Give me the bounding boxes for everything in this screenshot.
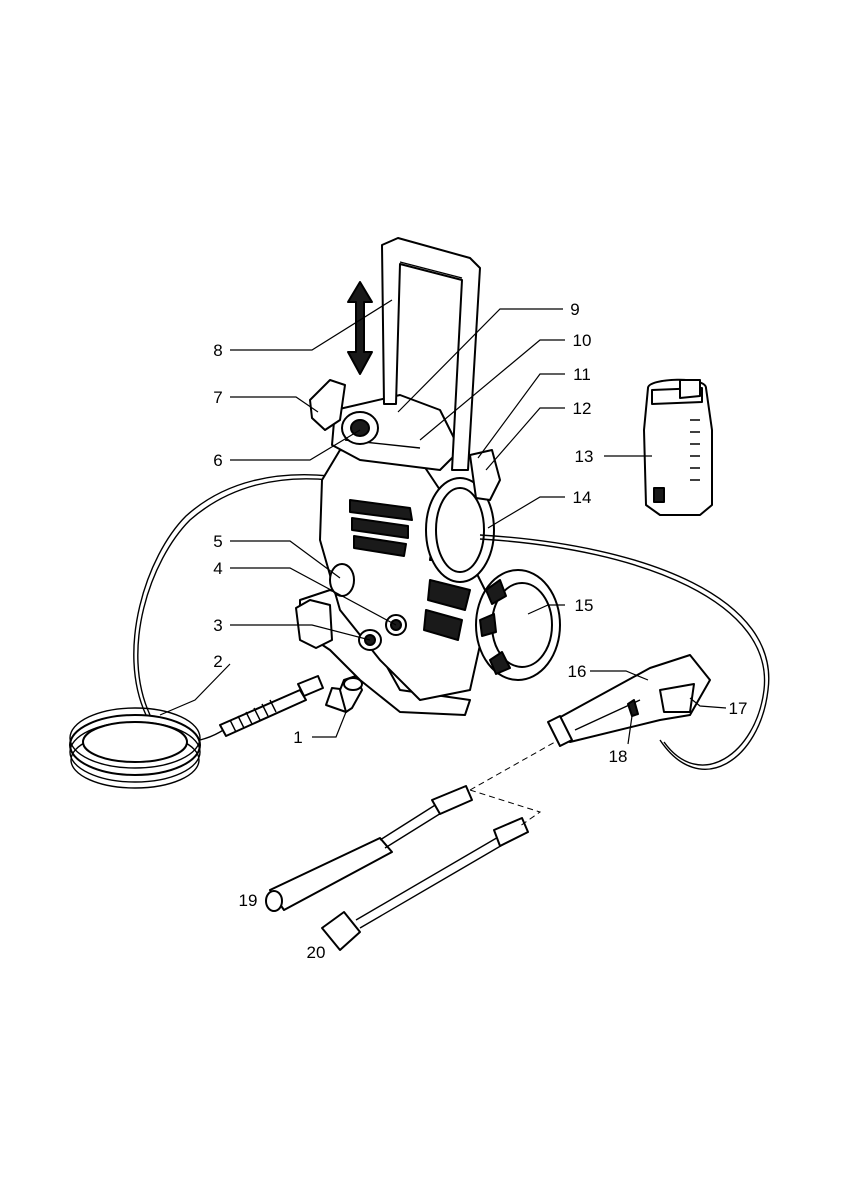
callout-3: 3 [213, 616, 222, 635]
callout-19: 19 [239, 891, 258, 910]
dirt-blaster-lance [322, 818, 528, 950]
callout-15: 15 [575, 596, 594, 615]
callout-5: 5 [213, 532, 222, 551]
callout-7: 7 [213, 388, 222, 407]
callout-11: 11 [573, 365, 591, 384]
vario-power-lance [266, 786, 472, 911]
detergent-bottle [644, 380, 712, 515]
callout-9: 9 [570, 300, 579, 319]
high-pressure-hose [70, 475, 330, 788]
callout-17: 17 [729, 699, 748, 718]
water-connection-coupling [326, 676, 362, 712]
assembly-guide-line [470, 742, 555, 826]
callout-16: 16 [568, 662, 587, 681]
callout-18: 18 [609, 747, 628, 766]
callout-8: 8 [213, 341, 222, 360]
callout-4: 4 [213, 559, 222, 578]
callout-6: 6 [213, 451, 222, 470]
callout-10: 10 [573, 331, 592, 350]
callout-14: 14 [573, 488, 592, 507]
callout-13: 13 [575, 447, 594, 466]
callout-2: 2 [213, 652, 222, 671]
callout-12: 12 [573, 399, 592, 418]
callout-20: 20 [307, 943, 326, 962]
callout-1: 1 [293, 728, 302, 747]
